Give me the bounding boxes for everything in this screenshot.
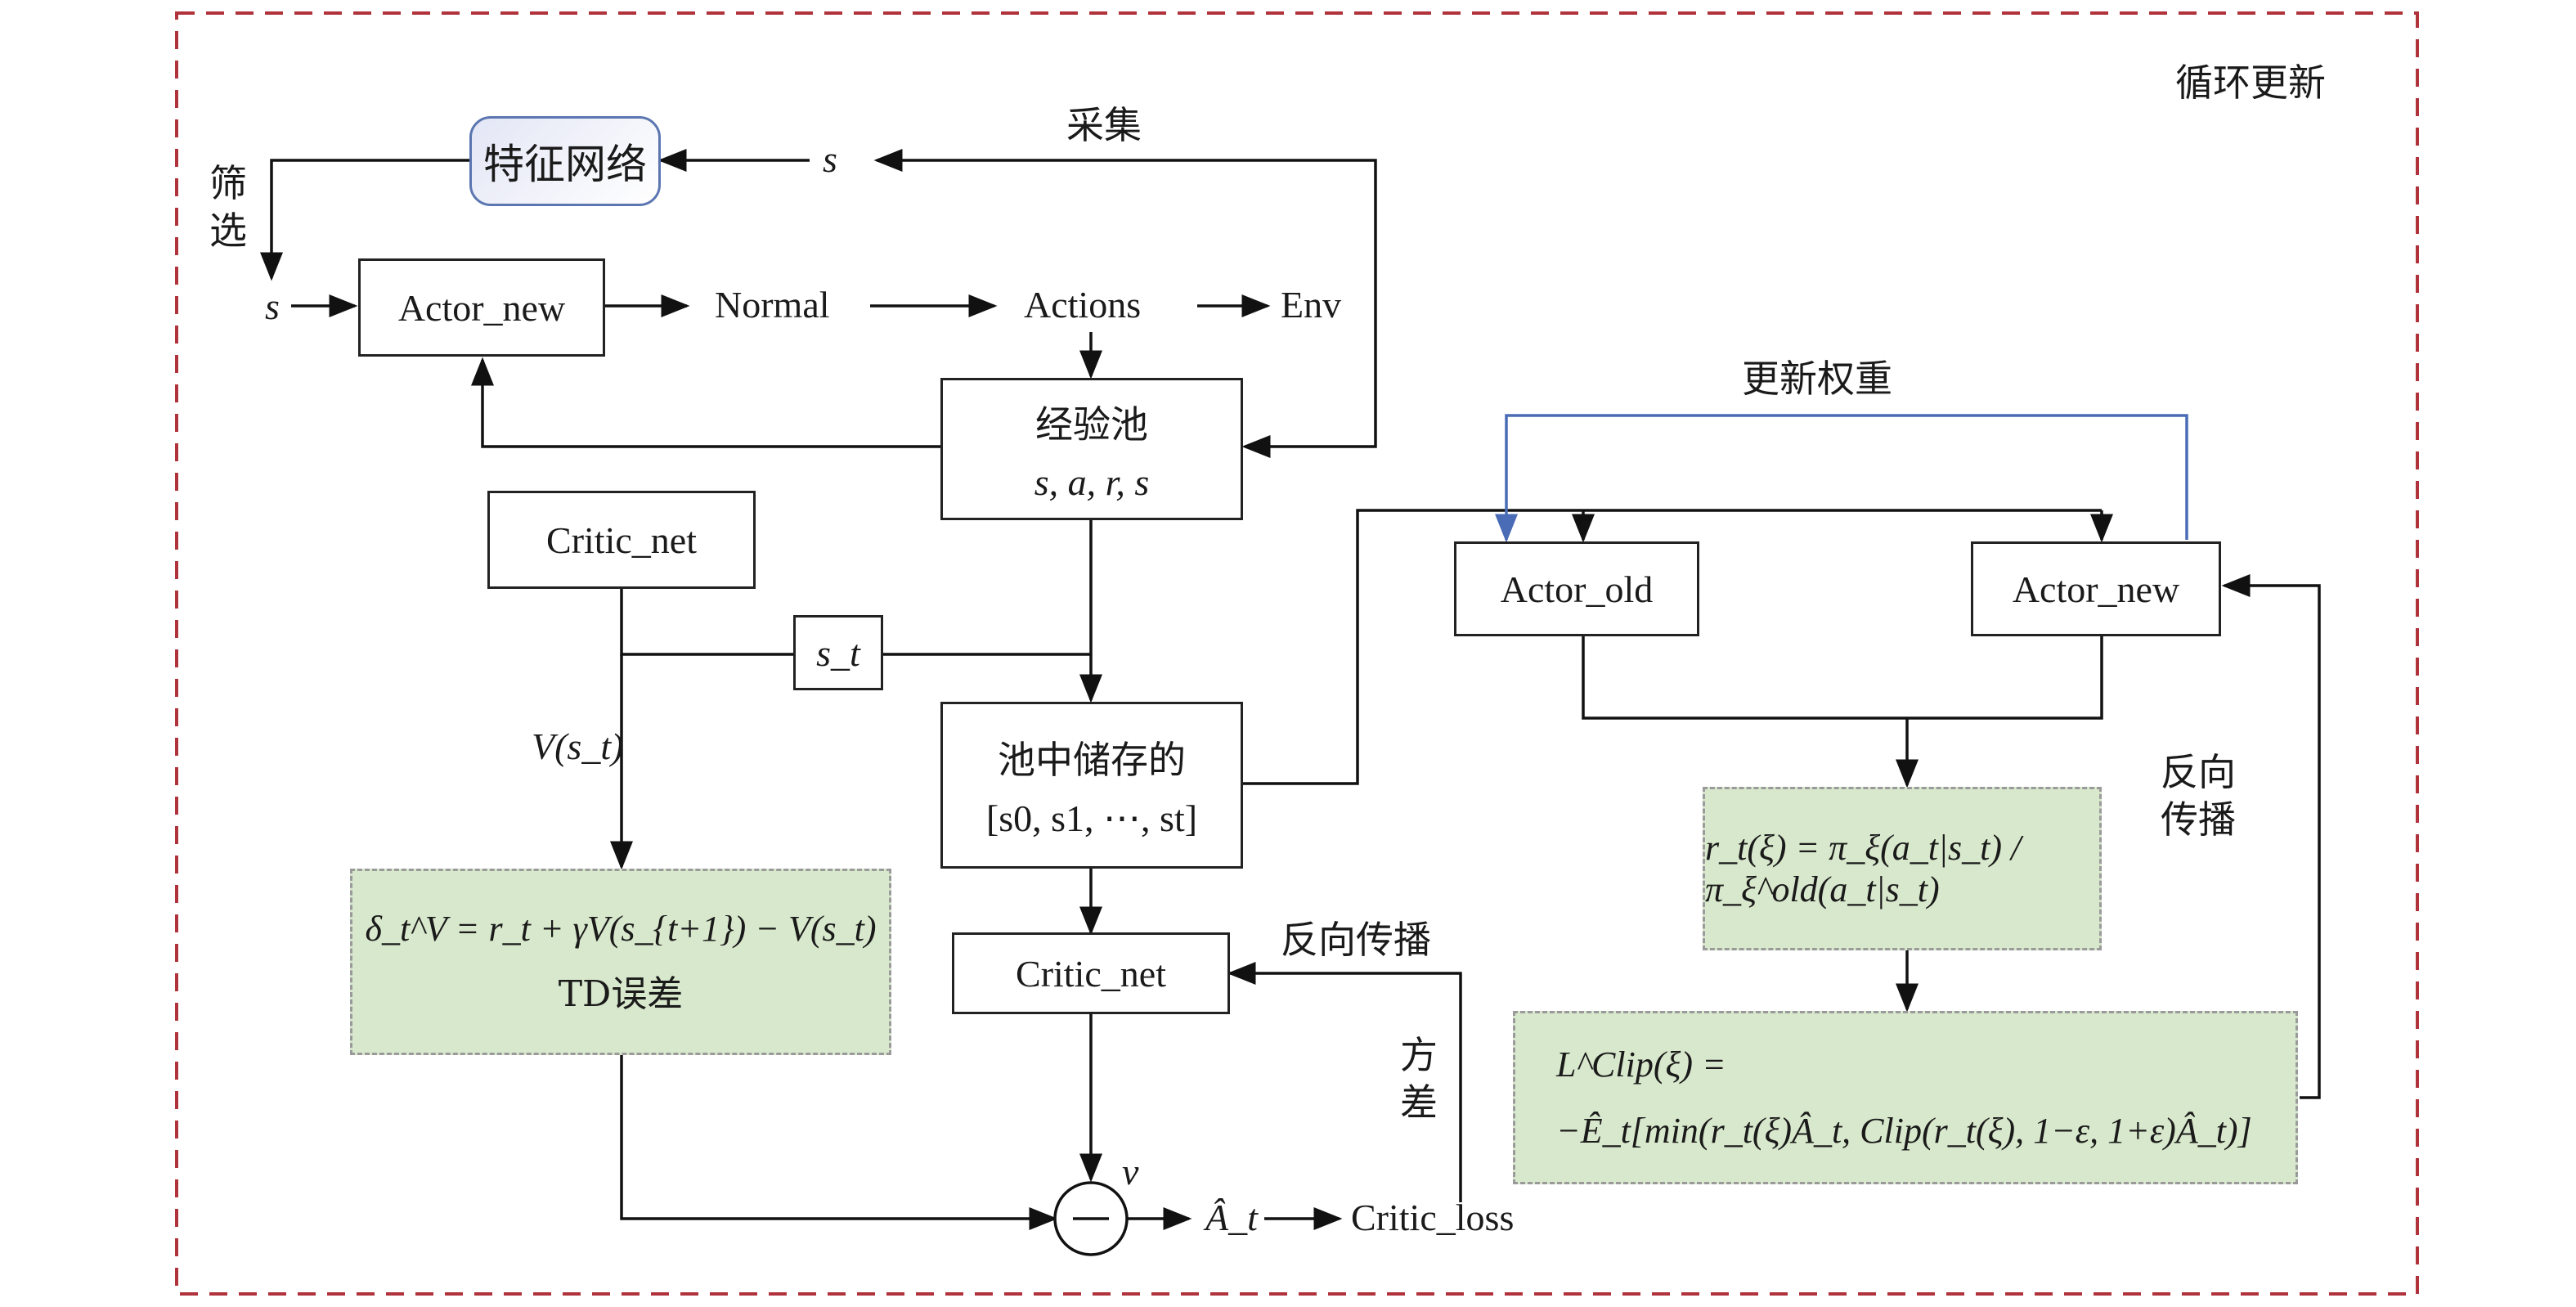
st-label: s_t [816,631,860,674]
state-s-top: s [823,138,837,180]
frame-label: 循环更新 [2175,61,2326,105]
state-s-left: s [265,285,280,327]
update-weights-label: 更新权重 [1742,357,1892,401]
critic-net-mid-node: Critic_net [952,932,1230,1014]
value-vst-label: V(s_t) [532,725,624,767]
clip-loss-block: L^Clip(ξ) = −Ê_t[min(r_t(ξ)Â_t, Clip(r_t… [1513,1011,2298,1184]
replay-buffer-tuple: s, a, r, s [1034,460,1150,503]
critic-net-top-node: Critic_net [487,491,756,589]
clip-loss-line1: L^Clip(ξ) = [1556,1044,1726,1085]
ratio-formula: r_t(ξ) = π_ξ(a_t|s_t) / π_ξ^old(a_t|s_t) [1705,828,2022,910]
td-error-label: TD误差 [558,972,684,1015]
line-actors-merge [1582,636,2103,720]
pool-storage-title: 池中储存的 [998,738,1186,782]
critic-net-mid-label: Critic_net [1016,952,1166,995]
filter-label: 筛选 [209,161,247,253]
td-error-formula: δ_t^V = r_t + γV(s_{t+1}) − V(s_t) [365,908,877,949]
arrow-td-to-minus [620,1055,1058,1230]
pool-storage-sequence: [s0, s1, ⋯, st] [985,797,1198,839]
actor-old-node: Actor_old [1454,541,1699,636]
arrow-clip-backprop [2221,574,2321,1099]
arrow-collect [873,149,1377,303]
collect-label: 采集 [1066,103,1142,147]
actor-new-left-node: Actor_new [358,258,605,357]
backprop-right-label: 反向传播 [2161,750,2236,842]
arrow-loss-backprop [1227,962,1462,1202]
normal-label: Normal [715,284,830,326]
feature-network-node: 特征网络 [469,116,661,206]
critic-loss-label: Critic_loss [1351,1197,1515,1238]
advantage-label: Â_t [1205,1197,1258,1238]
actor-old-label: Actor_old [1500,568,1654,610]
feature-network-label: 特征网络 [483,141,647,188]
variance-label: 方差 [1400,1033,1438,1125]
actor-new-right-node: Actor_new [1971,541,2221,636]
actor-new-right-label: Actor_new [2012,568,2180,610]
actor-new-left-label: Actor_new [397,286,566,329]
pool-storage-node: 池中储存的 [s0, s1, ⋯, st] [940,702,1243,869]
replay-buffer-node: 经验池 s, a, r, s [940,378,1243,520]
arrow-update-weights [1495,414,2188,543]
arrow-env-to-replay [1241,303,1377,458]
td-error-block: δ_t^V = r_t + γV(s_{t+1}) − V(s_t) TD误差 [350,869,891,1055]
actions-label: Actions [1024,284,1142,326]
arrow-replay-to-actor [471,357,940,448]
outer-dashed-frame [175,11,2419,1296]
line-critic-to-st [620,589,793,656]
v-label: v [1122,1151,1139,1192]
line-pool-to-actors [1243,509,2102,785]
ratio-block: r_t(ξ) = π_ξ(a_t|s_t) / π_ξ^old(a_t|s_t) [1703,787,2102,950]
replay-buffer-title: 经验池 [1035,402,1148,447]
arrow-filter [260,159,469,281]
clip-loss-line2: −Ê_t[min(r_t(ξ)Â_t, Clip(r_t(ξ), 1−ε, 1+… [1556,1111,2252,1151]
backprop-mid-label: 反向传播 [1281,918,1431,962]
st-node: s_t [793,615,883,690]
critic-net-top-label: Critic_net [546,519,697,561]
env-label: Env [1281,284,1342,326]
